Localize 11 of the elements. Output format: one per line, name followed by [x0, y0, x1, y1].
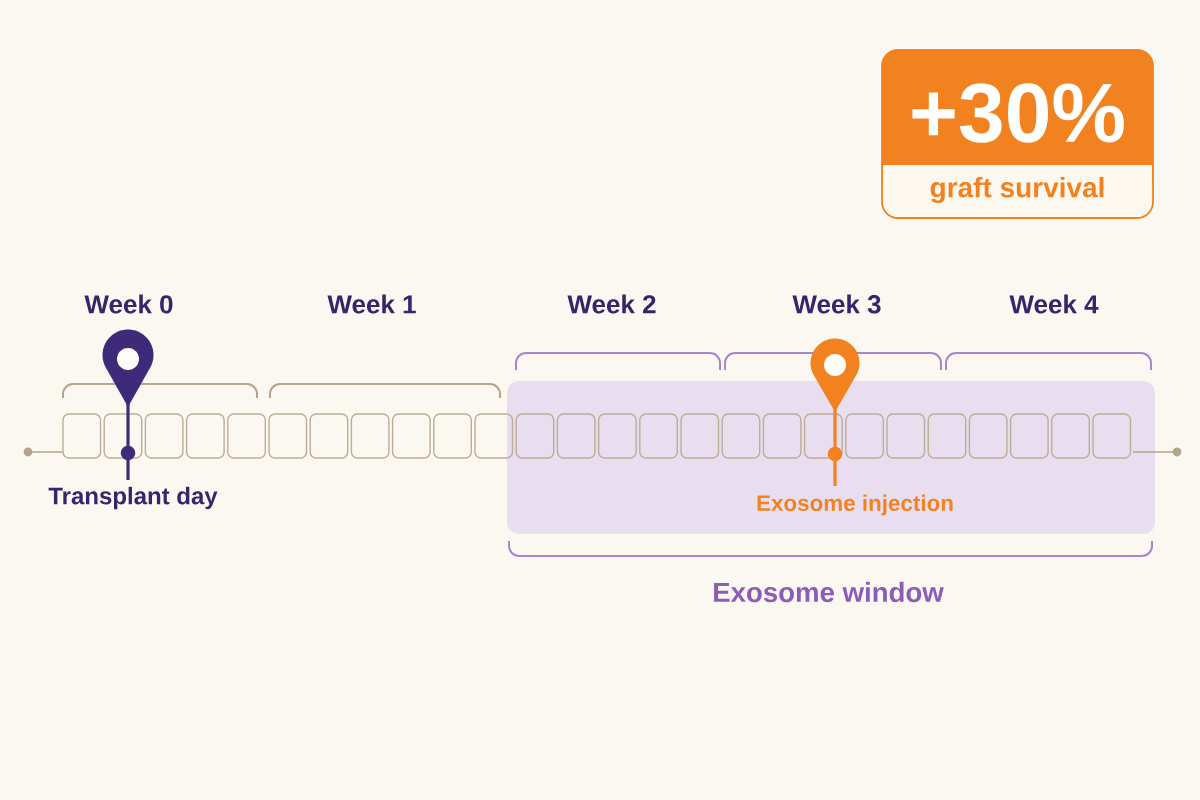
event-label: Exosome injection: [757, 494, 953, 516]
stat-value: +30%: [912, 83, 1124, 143]
week-label: Week 3: [792, 294, 881, 314]
event-label: Transplant day: [48, 486, 218, 510]
stat-caption: graft survival: [930, 176, 1104, 204]
window-label: Exosome window: [714, 581, 944, 603]
week-label: Week 2: [567, 294, 656, 314]
week-label: Week 1: [327, 294, 416, 314]
week-label: Week 4: [1009, 294, 1099, 314]
week-label: Week 0: [84, 294, 173, 314]
stat-badge: [881, 49, 1154, 219]
